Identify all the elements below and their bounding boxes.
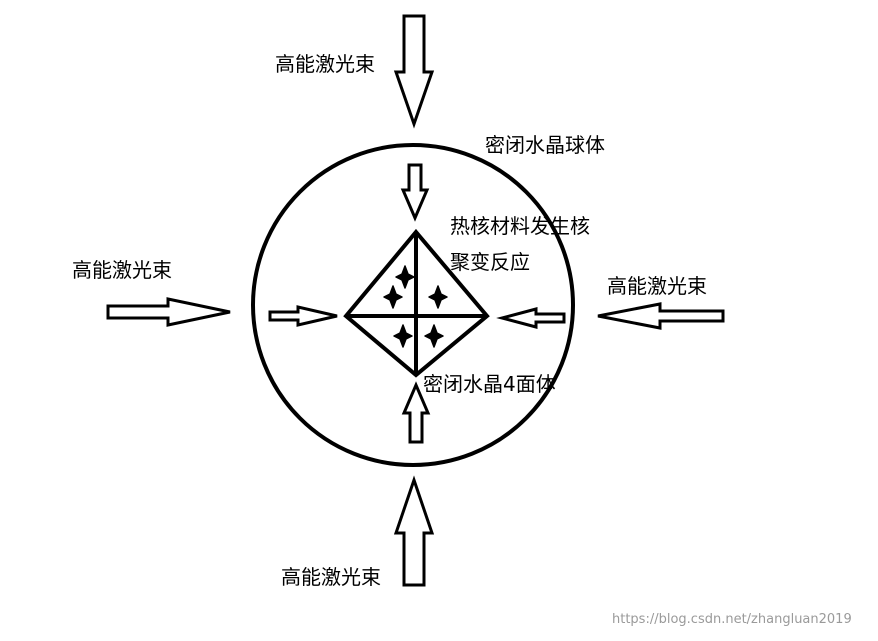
label-reaction-line1: 热核材料发生核 [450, 214, 590, 238]
laser-arrow-bottom-outer [393, 475, 435, 587]
fusion-spark-icon [383, 285, 403, 309]
fusion-spark-icon [428, 285, 448, 309]
fusion-spark-icon [424, 324, 444, 348]
laser-arrow-right-inner [496, 307, 566, 329]
crystal-sphere [251, 143, 575, 467]
laser-arrow-top-inner [400, 163, 430, 222]
label-laser-top: 高能激光束 [275, 52, 375, 76]
laser-arrow-right-outer [597, 302, 725, 330]
label-laser-left: 高能激光束 [72, 258, 172, 282]
label-reaction-line2: 聚变反应 [450, 250, 530, 274]
label-laser-bottom: 高能激光束 [281, 565, 381, 589]
fusion-spark-icon [393, 324, 413, 348]
label-crystal-sphere: 密闭水晶球体 [485, 133, 605, 157]
laser-arrow-left-outer [106, 297, 231, 327]
label-crystal-tetrahedron: 密闭水晶4面体 [423, 372, 556, 396]
laser-arrow-top-outer [393, 14, 435, 129]
fusion-spark-icon [395, 265, 415, 289]
watermark: https://blog.csdn.net/zhangluan2019 [612, 612, 852, 627]
laser-arrow-bottom-inner [401, 381, 431, 444]
laser-arrow-left-inner [268, 305, 338, 327]
label-laser-right: 高能激光束 [607, 274, 707, 298]
